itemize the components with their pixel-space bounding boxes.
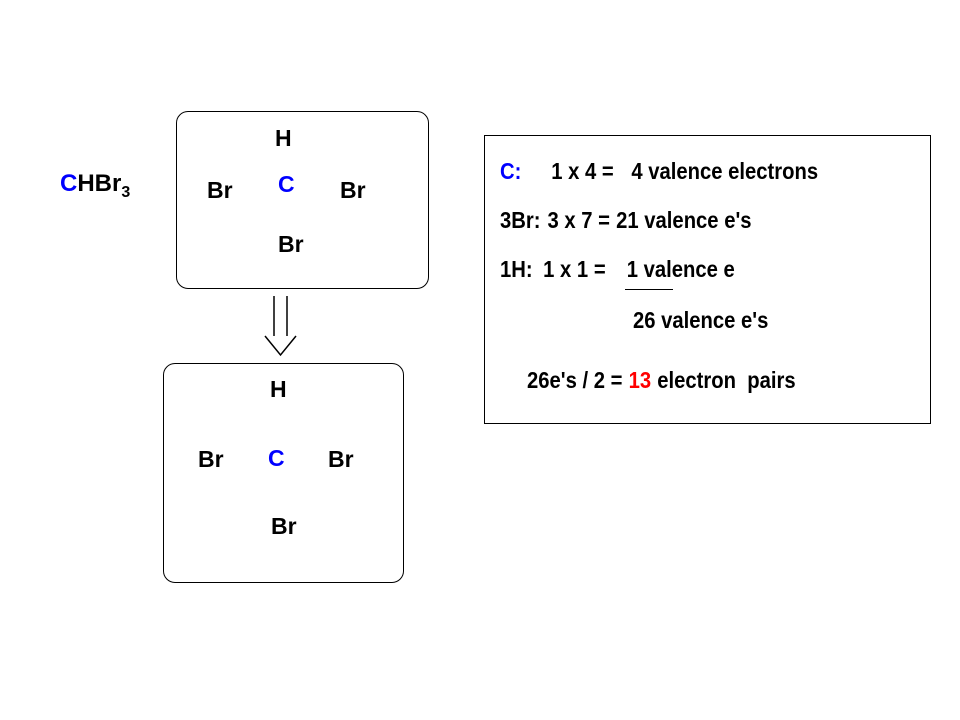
atom-bromine-right: Br: [340, 177, 366, 203]
calc-row-hydrogen-expr: 1 x 1 =: [543, 256, 606, 282]
formula-carbon: C: [60, 170, 78, 197]
calc-row-bromine-result: 21 valence e's: [616, 207, 752, 233]
formula-hbr: HBr: [77, 170, 122, 197]
calc-row-carbon-expr: 1 x 4 =: [551, 158, 614, 184]
calc-pairs-suffix: electron pairs: [657, 367, 796, 393]
calc-row-bromine-expr: 3 x 7 =: [547, 207, 610, 233]
sum-underline: [625, 289, 673, 290]
formula-subscript: 3: [121, 184, 131, 201]
bonded-atom-bromine-right: Br: [328, 446, 354, 472]
atom-bromine-left: Br: [207, 177, 233, 203]
valence-calculation-box: [484, 135, 931, 424]
calc-row-hydrogen-result: 1 valence e: [626, 256, 735, 282]
calc-total: 26 valence e's: [633, 307, 769, 333]
bonded-atom-bromine-left: Br: [198, 446, 224, 472]
bonded-structure-box: [163, 363, 404, 583]
unbonded-arrangement-box: [176, 111, 429, 289]
atom-carbon: C: [278, 171, 295, 197]
atom-bromine-bottom: Br: [278, 231, 304, 257]
calc-row-bromine-label: 3Br:: [500, 207, 541, 233]
bonded-atom-hydrogen: H: [270, 376, 287, 402]
calc-pairs-prefix: 26e's / 2 =: [527, 367, 623, 393]
calc-pairs-value: 13: [628, 367, 652, 393]
atom-hydrogen: H: [275, 125, 292, 151]
calc-row-bromine: 3Br:3 x 7 =21 valence e's: [500, 209, 752, 232]
calc-row-carbon: C: 1 x 4 = 4 valence electrons: [500, 160, 818, 183]
calc-row-carbon-result: 4 valence electrons: [631, 158, 819, 184]
calc-row-carbon-label: C:: [500, 158, 522, 184]
bonded-atom-carbon: C: [268, 445, 285, 471]
down-arrow: [264, 296, 297, 357]
calc-row-hydrogen: 1H: 1 x 1 = 1 valence e: [500, 258, 735, 281]
calc-row-hydrogen-label: 1H:: [500, 256, 533, 282]
bonded-atom-bromine-bottom: Br: [271, 513, 297, 539]
molecular-formula: CHBr3: [60, 170, 131, 201]
